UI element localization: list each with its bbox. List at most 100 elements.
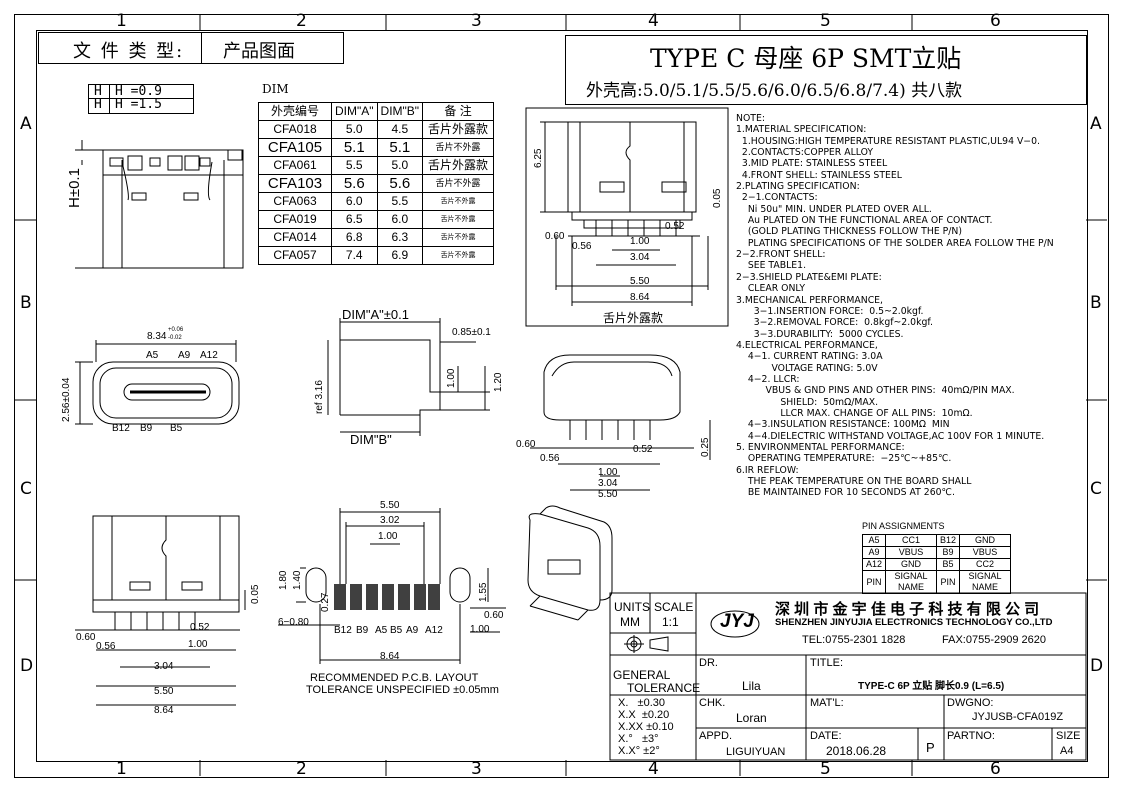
dim-cell: 5.0	[331, 120, 378, 139]
rear-dim-052: 0.52	[633, 444, 653, 455]
appd-value: LIGUIYUAN	[726, 746, 786, 758]
note-line: CLEAR ONLY	[736, 283, 806, 295]
date-label: DATE:	[810, 730, 842, 742]
date-value: 2018.06.28	[826, 744, 887, 758]
h-legend-r2-a: H	[94, 97, 102, 112]
note-line: PLATING SPECIFICATIONS OF THE SOLDER ARE…	[736, 237, 1054, 249]
zone-col-6-bottom: 6	[990, 759, 1001, 779]
side-view	[327, 318, 490, 436]
tol-xx: X.X ±0.20	[618, 709, 670, 721]
side-dim-a: DIM"A"±0.1	[342, 307, 409, 322]
pcb-dim-6-080: 6−0.80	[278, 617, 309, 628]
note-line: 2−3.SHIELD PLATE&EMI PLATE:	[736, 271, 882, 283]
p-label: P	[926, 740, 935, 755]
dwg-value: JYJUSB-CFA019Z	[972, 711, 1064, 723]
pin-cell: PIN	[861, 570, 887, 594]
note-line: 4−4.DIELECTRIC WITHSTAND VOLTAGE,AC 100V…	[736, 430, 1045, 442]
zone-col-5-top: 5	[820, 11, 831, 31]
units-label: UNITS	[614, 600, 650, 614]
note-line: LLCR MAX. CHANGE OF ALL PINS: 10mΩ.	[736, 407, 973, 419]
doc-type-divider	[201, 33, 202, 63]
pcb-layout	[278, 508, 506, 664]
dim-cell: 4.5	[376, 120, 424, 139]
product-title: TYPE C 母座 6P SMT立贴	[650, 44, 962, 73]
bottom-dim-056: 0.56	[96, 641, 116, 652]
dim-cell: 7.4	[331, 246, 378, 265]
note-line: 1.HOUSING:HIGH TEMPERATURE RESISTANT PLA…	[736, 135, 1040, 147]
dim-cell: CFA057	[258, 246, 332, 265]
top-pin-a5: A5	[146, 350, 159, 361]
pcb-pin-b12: B12	[334, 625, 352, 636]
top-width-tol-minus: -0.02	[168, 335, 182, 341]
bottom-dim-060: 0.60	[76, 632, 96, 643]
front-dim-052: 0.52	[665, 221, 685, 232]
note-line: 4−2. LLCR:	[736, 373, 800, 385]
company-fax: FAX:0755-2909 2620	[942, 634, 1046, 646]
zone-row-a-left: A	[20, 114, 32, 134]
tol-angle: X.° ±3°	[618, 733, 659, 745]
note-line: (GOLD PLATING THICKNESS FOLLOW THE P/N)	[736, 226, 962, 238]
dim-cell: 5.1	[331, 138, 378, 157]
note-line: 2.PLATING SPECIFICATION:	[736, 181, 860, 193]
note-line: 4.ELECTRICAL PERFORMANCE,	[736, 339, 878, 351]
dim-cell: 5.0	[376, 156, 424, 175]
rear-dim-550: 5.50	[598, 489, 618, 500]
note-line: 5. ENVIRONMENTAL PERFORMANCE:	[736, 441, 905, 453]
title-value: TYPE-C 6P 立贴 脚长0.9 (L=6.5)	[858, 681, 1005, 692]
zone-row-b-right: B	[1090, 293, 1102, 313]
zone-row-d-right: D	[1090, 656, 1104, 676]
zone-col-5-bottom: 5	[820, 759, 831, 779]
dr-value: Lila	[742, 679, 761, 693]
pcb-pin-b5: B5	[390, 625, 403, 636]
tol-xxx: X.XX ±0.10	[618, 721, 674, 733]
zone-col-2-bottom: 2	[296, 759, 307, 779]
bottom-dim-052: 0.52	[190, 622, 210, 633]
note-line: 2−2.FRONT SHELL:	[736, 249, 826, 261]
note-line: 3−3.DURABILITY: 5000 CYCLES.	[736, 328, 904, 340]
front-dim-056: 0.56	[572, 241, 592, 252]
note-line: 3−2.REMOVAL FORCE: 0.8kgf~2.0kgf.	[736, 317, 933, 329]
pcb-dim-302: 3.02	[380, 515, 400, 526]
tol-x: X. ±0.30	[618, 697, 666, 709]
front-dim-304: 3.04	[630, 252, 650, 263]
pcb-dim-100: 1.00	[378, 531, 398, 542]
general-label: GENERAL	[613, 668, 671, 682]
drawing-inner-border	[36, 30, 1088, 762]
front-view	[540, 121, 709, 306]
partno-label: PARTNO:	[947, 730, 995, 742]
zone-row-b-left: B	[20, 293, 32, 313]
front-view-frame	[525, 107, 729, 327]
h-legend-r1-a: H	[94, 84, 102, 99]
rear-dim-060: 0.60	[516, 439, 536, 450]
note-line: 3.MID PLATE: STAINLESS STEEL	[736, 158, 888, 170]
pcb-pads	[334, 584, 440, 610]
note-line: 3.MECHANICAL PERFORMANCE,	[736, 294, 884, 306]
note-line: NOTE:	[736, 113, 765, 124]
pcb-pin-a5: A5	[375, 625, 388, 636]
pcb-caption-2: TOLERANCE UNSPECIFIED ±0.05mm	[306, 684, 499, 696]
note-line: THE PEAK TEMPERATURE ON THE BOARD SHALL	[736, 476, 972, 487]
units-value: MM	[620, 615, 640, 629]
rear-dim-304: 3.04	[598, 478, 618, 489]
note-line: 2.CONTACTS:COPPER ALLOY	[736, 147, 874, 159]
company-name-cn: 深 圳 市 金 宇 佳 电 子 科 技 有 限 公 司	[775, 601, 1040, 618]
zone-col-1-top: 1	[116, 11, 127, 31]
dim-cell: 6.9	[376, 246, 424, 265]
bottom-dim-550: 5.50	[154, 686, 174, 697]
note-line: VBUS & GND PINS AND OTHER PINS: 40mΩ/PIN…	[736, 385, 1015, 397]
title-label: TITLE:	[810, 657, 844, 669]
rear-dim-100: 1.00	[598, 467, 618, 478]
note-line: 3−1.INSERTION FORCE: 0.5~2.0kgf.	[736, 305, 924, 317]
note-line: 1.MATERIAL SPECIFICATION:	[736, 124, 867, 136]
company-tel: TEL:0755-2301 1828	[802, 634, 906, 646]
pcb-dim-100-right: 1.00	[470, 624, 490, 635]
dim-header-cell: DIM"B"	[376, 102, 424, 121]
dim-header-cell: 备 注	[422, 102, 495, 121]
bottom-dim-100: 1.00	[188, 639, 208, 650]
